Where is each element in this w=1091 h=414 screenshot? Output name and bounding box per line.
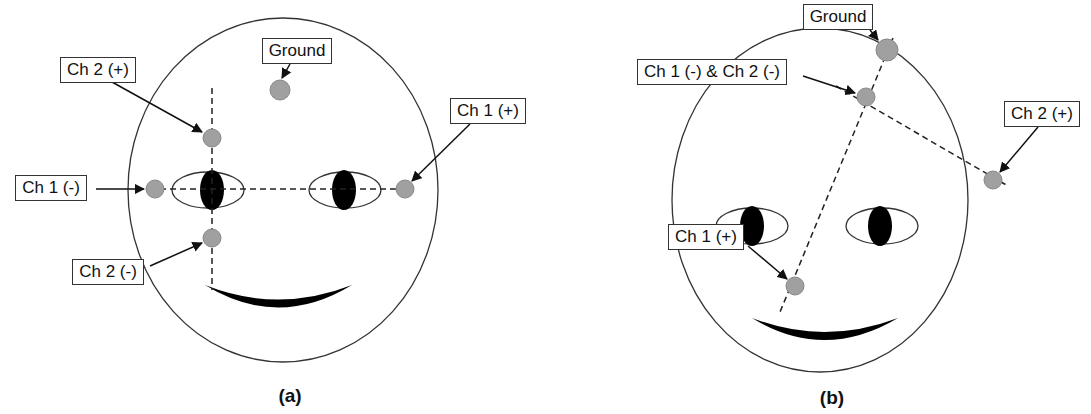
- leader-arrow: [96, 188, 144, 190]
- electrode-dot: [786, 277, 804, 295]
- pupil: [868, 206, 892, 246]
- face-a: [96, 18, 470, 362]
- electrode-label-box: Ground: [262, 38, 333, 64]
- electrode-label-box: Ch 1 (+): [668, 224, 744, 250]
- mouth: [752, 318, 898, 340]
- pupil: [332, 170, 356, 210]
- electrode-label-box: Ground: [803, 4, 874, 30]
- electrode-label: Ch 1 (-) & Ch 2 (-): [644, 62, 780, 82]
- electrode-label-box: Ch 2 (-): [72, 259, 144, 285]
- panel-label: (b): [820, 387, 844, 409]
- electrode-dot: [203, 229, 221, 247]
- electrode-dot: [876, 39, 898, 61]
- mouth: [205, 285, 352, 308]
- electrode-label: Ch 2 (+): [1011, 104, 1073, 124]
- electrode-label: Ground: [810, 7, 867, 27]
- electrode-dot: [270, 80, 290, 100]
- electrode-dot: [857, 88, 875, 106]
- leader-arrow: [1000, 127, 1038, 172]
- panel-label: (a): [278, 385, 301, 407]
- face-outline: [128, 18, 438, 362]
- electrode-dot: [203, 129, 221, 147]
- electrode-label-box: Ch 2 (+): [60, 57, 136, 83]
- electrode-label: Ch 2 (+): [67, 60, 129, 80]
- dashed-axis: [836, 86, 1008, 186]
- electrode-label: Ground: [269, 41, 326, 61]
- dashed-axis: [150, 188, 412, 190]
- leader-arrow: [282, 64, 290, 78]
- electrode-label: Ch 1 (-): [22, 178, 80, 198]
- electrode-label-box: Ch 1 (-) & Ch 2 (-): [637, 59, 787, 85]
- electrode-label: Ch 1 (+): [457, 101, 519, 121]
- electrode-dot: [146, 180, 164, 198]
- electrode-dot: [984, 171, 1002, 189]
- leader-arrow: [870, 30, 878, 40]
- electrode-label: Ch 1 (+): [675, 227, 737, 247]
- electrode-dot: [396, 180, 414, 198]
- electrode-label-box: Ch 1 (+): [450, 98, 526, 124]
- leader-arrow: [150, 243, 202, 266]
- electrode-label: Ch 2 (-): [79, 262, 137, 282]
- leader-arrow: [112, 82, 202, 132]
- dashed-axis: [211, 88, 213, 290]
- electrode-label-box: Ch 2 (+): [1004, 101, 1080, 127]
- leader-arrow: [803, 76, 855, 93]
- leader-arrow: [748, 246, 787, 279]
- electrode-label-box: Ch 1 (-): [15, 175, 87, 201]
- leader-arrow: [412, 124, 470, 181]
- dashed-axis: [780, 38, 893, 312]
